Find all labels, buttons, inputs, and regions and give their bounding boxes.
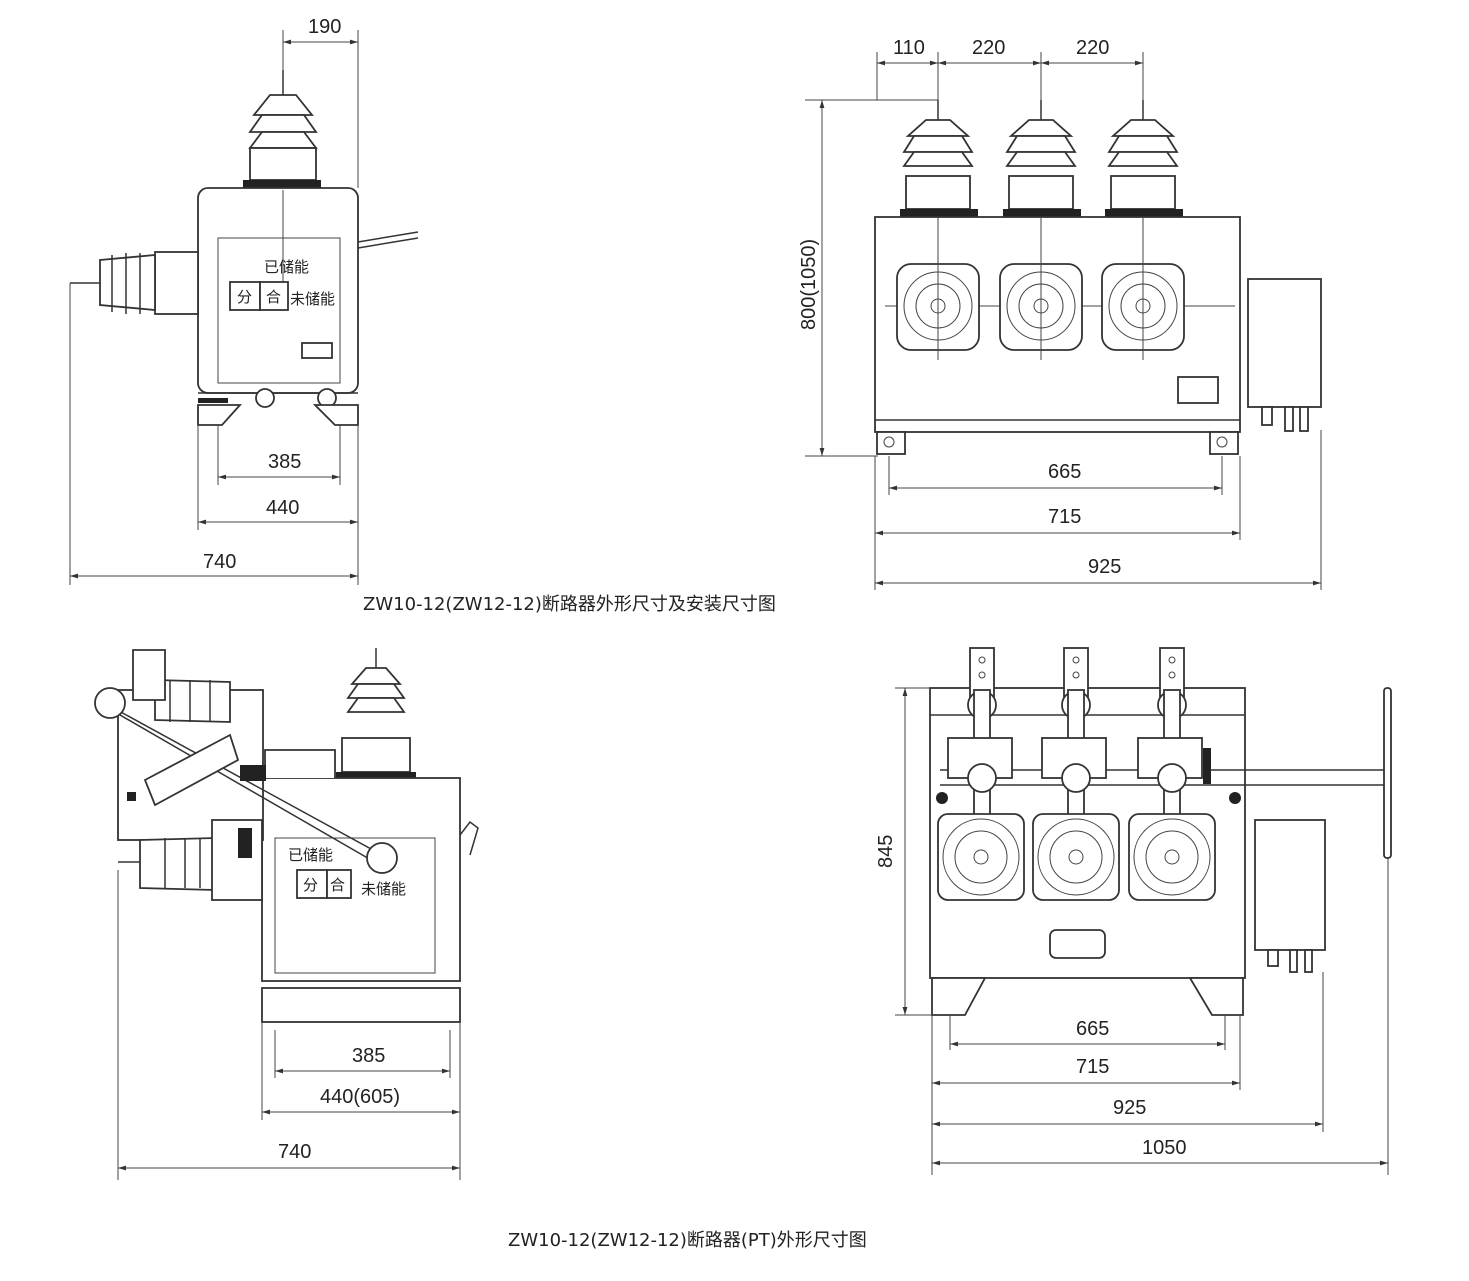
- bottom-front-view: 845 665 715 925 1050: [875, 647, 1392, 1175]
- bottom-side-label-charged: 已储能: [288, 846, 333, 864]
- top-side-label-open: 分: [237, 288, 252, 306]
- top-front-view: 110 220 220 800(1050) 665 715 925: [798, 37, 1322, 590]
- top-caption: ZW10-12(ZW12-12)断路器外形尺寸及安装尺寸图: [363, 594, 776, 615]
- bottom-front-window-a: [937, 813, 1025, 901]
- bottom-front-dim-665: 665: [1076, 1018, 1109, 1040]
- top-front-window-b: [999, 217, 1083, 360]
- bottom-front-pole-b: [1041, 647, 1107, 841]
- top-side-dim-740: 740: [203, 551, 236, 573]
- top-side-label-close: 合: [266, 288, 281, 306]
- bottom-front-pole-c: [1137, 647, 1203, 841]
- bottom-front-operating-handle: [1383, 687, 1392, 859]
- bottom-front-dim-1050: 1050: [1142, 1137, 1187, 1159]
- bottom-side-dim-740: 740: [278, 1141, 311, 1163]
- top-front-dim-220-a: 220: [972, 37, 1005, 59]
- top-side-dim-440: 440: [266, 497, 299, 519]
- top-front-dim-220-b: 220: [1076, 37, 1109, 59]
- top-front-dim-height: 800(1050): [798, 239, 820, 330]
- top-front-insulator-b: [1003, 100, 1081, 217]
- bottom-front-dim-925: 925: [1113, 1097, 1146, 1119]
- top-side-dim-385: 385: [268, 451, 301, 473]
- bottom-front-side-box: [1254, 819, 1326, 951]
- top-front-window-c: [1101, 217, 1185, 360]
- top-side-label-charged: 已储能: [264, 258, 309, 276]
- top-side-view: 已储能 分 合 未储能 190 385 440 740: [69, 16, 419, 585]
- top-front-dim-925: 925: [1088, 556, 1121, 578]
- bottom-front-window-b: [1032, 813, 1120, 901]
- top-side-horizontal-insulator: [70, 251, 199, 315]
- bottom-side-vertical-insulator: [336, 648, 416, 779]
- top-side-label-uncharged: 未储能: [290, 290, 335, 308]
- bottom-side-diagonal-arm: [94, 687, 398, 874]
- bottom-side-dim-440-605: 440(605): [320, 1086, 400, 1108]
- top-front-side-box: [1247, 278, 1322, 408]
- top-front-window-a: [896, 217, 980, 360]
- bottom-caption: ZW10-12(ZW12-12)断路器(PT)外形尺寸图: [508, 1230, 867, 1251]
- bottom-side-left-insulators: [117, 649, 264, 901]
- bottom-front-dim-715: 715: [1076, 1056, 1109, 1078]
- top-front-insulator-a: [900, 100, 978, 217]
- bottom-side-view: 已储能 分 合 未储能 385 440(605) 740: [94, 648, 479, 1180]
- bottom-front-window-c: [1128, 813, 1216, 901]
- top-front-dim-110: 110: [893, 37, 925, 59]
- bottom-side-main-body: [261, 777, 461, 982]
- top-side-vertical-insulator: [243, 70, 321, 188]
- top-side-dim-190: 190: [308, 16, 341, 38]
- bottom-side-label-open: 分: [303, 876, 318, 894]
- bottom-front-dim-845: 845: [875, 835, 897, 868]
- top-front-dim-665: 665: [1048, 461, 1081, 483]
- bottom-side-label-uncharged: 未储能: [361, 880, 406, 898]
- bottom-side-dim-385: 385: [352, 1045, 385, 1067]
- bottom-side-label-close: 合: [330, 876, 345, 894]
- top-front-dim-715: 715: [1048, 506, 1081, 528]
- top-front-insulator-c: [1105, 100, 1183, 217]
